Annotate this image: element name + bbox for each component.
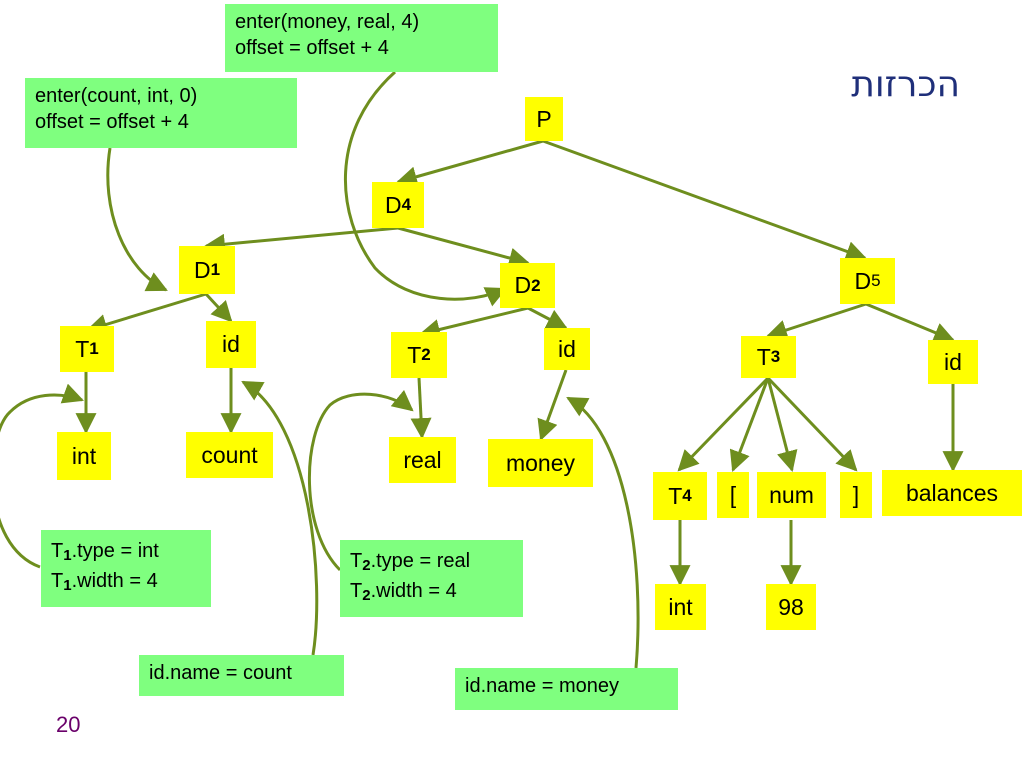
node-p: P: [525, 97, 563, 141]
edge-t2-real: [410, 377, 432, 440]
node-id-money: id: [544, 328, 590, 370]
note-t1-attributes: T1.type = int T1.width = 4: [41, 530, 211, 607]
edge-p-d5: [542, 139, 867, 262]
edge-id2-money: [537, 369, 568, 441]
edge-p-d4: [395, 139, 544, 187]
t2-width-line: T2.width = 4: [350, 580, 457, 604]
note-t2-attributes: T2.type = real T2.width = 4: [340, 540, 523, 617]
node-right-bracket: ]: [840, 472, 872, 518]
edge-d1-id1: [204, 292, 233, 323]
flow-idname-money-to-id2: [566, 396, 640, 669]
edge-d4-d1: [203, 226, 399, 255]
node-num: num: [757, 472, 826, 518]
flow-idname-count-to-id1: [241, 380, 319, 656]
edge-t3-rbracket: [766, 376, 858, 472]
note-idname-count: id.name = count: [139, 655, 344, 696]
flow-enter-money-to-d2: [344, 70, 507, 307]
node-id-balances: id: [928, 340, 978, 384]
t1-width-line: T1.width = 4: [51, 570, 158, 594]
note-enter-count: enter(count, int, 0) offset = offset + 4: [25, 78, 297, 148]
edge-t3-t4: [677, 376, 770, 472]
edge-d1-t1: [85, 292, 207, 335]
note-enter-money: enter(money, real, 4) offset = offset + …: [225, 4, 498, 72]
flow-t1attrs-to-t1: [0, 383, 84, 569]
t2-type-line: T2.type = real: [350, 550, 471, 574]
edge-t3-num: [766, 377, 798, 473]
node-real: real: [389, 437, 456, 483]
edge-d5-id3: [865, 302, 955, 343]
flow-t2attrs-to-t2: [308, 389, 414, 572]
edge-d2-t2: [418, 306, 529, 340]
node-int-2: int: [655, 584, 706, 630]
edge-d4-d2: [397, 226, 531, 269]
node-balances: balances: [882, 470, 1022, 516]
t1-type-line: T1.type = int: [51, 540, 159, 564]
edge-d5-t3: [766, 302, 867, 341]
flow-enter-count-to-d1: [106, 147, 168, 292]
node-int: int: [57, 432, 111, 480]
node-id-count: id: [206, 321, 256, 368]
slide-title: הכרזות: [851, 64, 960, 105]
edge-d2-id2: [527, 306, 568, 330]
node-left-bracket: [: [717, 472, 749, 518]
note-idname-money: id.name = money: [455, 668, 678, 710]
node-98: 98: [766, 584, 816, 630]
node-money: money: [488, 439, 593, 487]
edge-t3-lbracket: [729, 377, 770, 472]
node-count: count: [186, 432, 273, 478]
page-number: 20: [56, 712, 81, 737]
